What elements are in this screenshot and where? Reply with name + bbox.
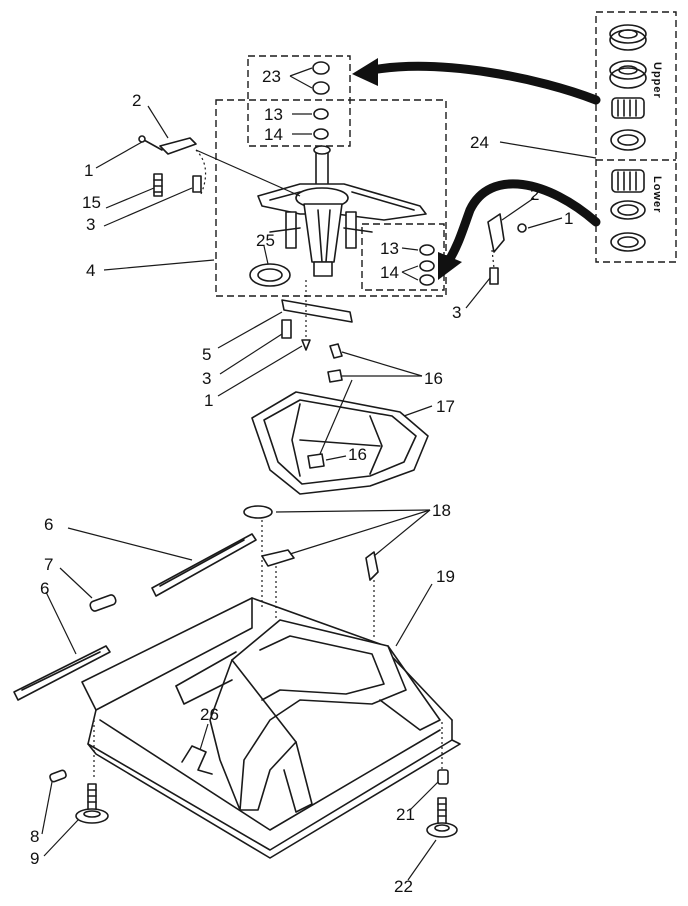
mid-bracket-parts bbox=[281, 280, 353, 351]
callout-7: 7 bbox=[44, 555, 53, 574]
callout-labels: 2 1 15 3 4 23 13 14 25 24 2 1 13 14 3 5 … bbox=[30, 67, 573, 896]
callout-13-top: 13 bbox=[264, 105, 283, 124]
callout-4: 4 bbox=[86, 261, 95, 280]
group-box-bearings bbox=[595, 11, 677, 263]
bearing-set-lower bbox=[610, 169, 646, 252]
callout-1-top: 1 bbox=[84, 161, 93, 180]
callout-25: 25 bbox=[256, 231, 275, 250]
callout-13-right: 13 bbox=[380, 239, 399, 258]
callout-22: 22 bbox=[394, 877, 413, 896]
callout-2-top: 2 bbox=[132, 91, 141, 110]
bearing-lower-label: Lower bbox=[651, 176, 663, 213]
callout-15: 15 bbox=[82, 193, 101, 212]
part-13-14-top bbox=[313, 108, 329, 140]
callout-1-mid: 1 bbox=[204, 391, 213, 410]
group-box-23 bbox=[247, 55, 351, 147]
callout-18: 18 bbox=[432, 501, 451, 520]
alignment-lines bbox=[93, 520, 443, 780]
callout-16-right: 16 bbox=[424, 369, 443, 388]
bracket-left-parts bbox=[138, 135, 301, 197]
arrow-upper-bearings bbox=[352, 58, 601, 105]
part-23-nuts bbox=[312, 61, 330, 95]
bracket-right-parts bbox=[487, 213, 527, 285]
callout-24: 24 bbox=[470, 133, 489, 152]
part-13-14-right bbox=[419, 244, 435, 286]
part-26-clip bbox=[181, 745, 213, 775]
callout-8: 8 bbox=[30, 827, 39, 846]
callout-19: 19 bbox=[436, 567, 455, 586]
part-19-suspension-frame bbox=[175, 619, 441, 813]
bearing-upper-label: Upper bbox=[651, 62, 663, 99]
callout-1-right: 1 bbox=[564, 209, 573, 228]
part-17-plate bbox=[251, 391, 429, 495]
part-6-rail-lower bbox=[13, 645, 111, 701]
part-18-clips bbox=[243, 505, 379, 581]
group-box-4 bbox=[215, 99, 447, 297]
callout-26: 26 bbox=[200, 705, 219, 724]
bearing-set-upper bbox=[609, 24, 647, 151]
part-8-9-left-foot bbox=[49, 769, 109, 824]
callout-21: 21 bbox=[396, 805, 415, 824]
callout-6-upper: 6 bbox=[44, 515, 53, 534]
callout-14-top: 14 bbox=[264, 125, 283, 144]
part-25-seal-ring bbox=[249, 263, 291, 287]
part-7-clip bbox=[89, 594, 117, 612]
callout-14-right: 14 bbox=[380, 263, 399, 282]
callout-3-right: 3 bbox=[452, 303, 461, 322]
part-21-22-right-foot bbox=[426, 769, 458, 838]
callout-2-right: 2 bbox=[530, 185, 539, 204]
callout-17: 17 bbox=[436, 397, 455, 416]
callout-23: 23 bbox=[262, 67, 281, 86]
callout-16-mid: 16 bbox=[348, 445, 367, 464]
transmission-assembly bbox=[257, 145, 427, 277]
callout-9: 9 bbox=[30, 849, 39, 868]
part-6-rail-upper bbox=[151, 533, 257, 597]
arrow-lower-bearings bbox=[438, 179, 601, 280]
base-frame bbox=[81, 597, 461, 859]
part-16-clips bbox=[307, 343, 343, 469]
callout-6-lower: 6 bbox=[40, 579, 49, 598]
callout-3-mid: 3 bbox=[202, 369, 211, 388]
callout-5: 5 bbox=[202, 345, 211, 364]
callout-3-top: 3 bbox=[86, 215, 95, 234]
leader-lines bbox=[41, 67, 597, 881]
